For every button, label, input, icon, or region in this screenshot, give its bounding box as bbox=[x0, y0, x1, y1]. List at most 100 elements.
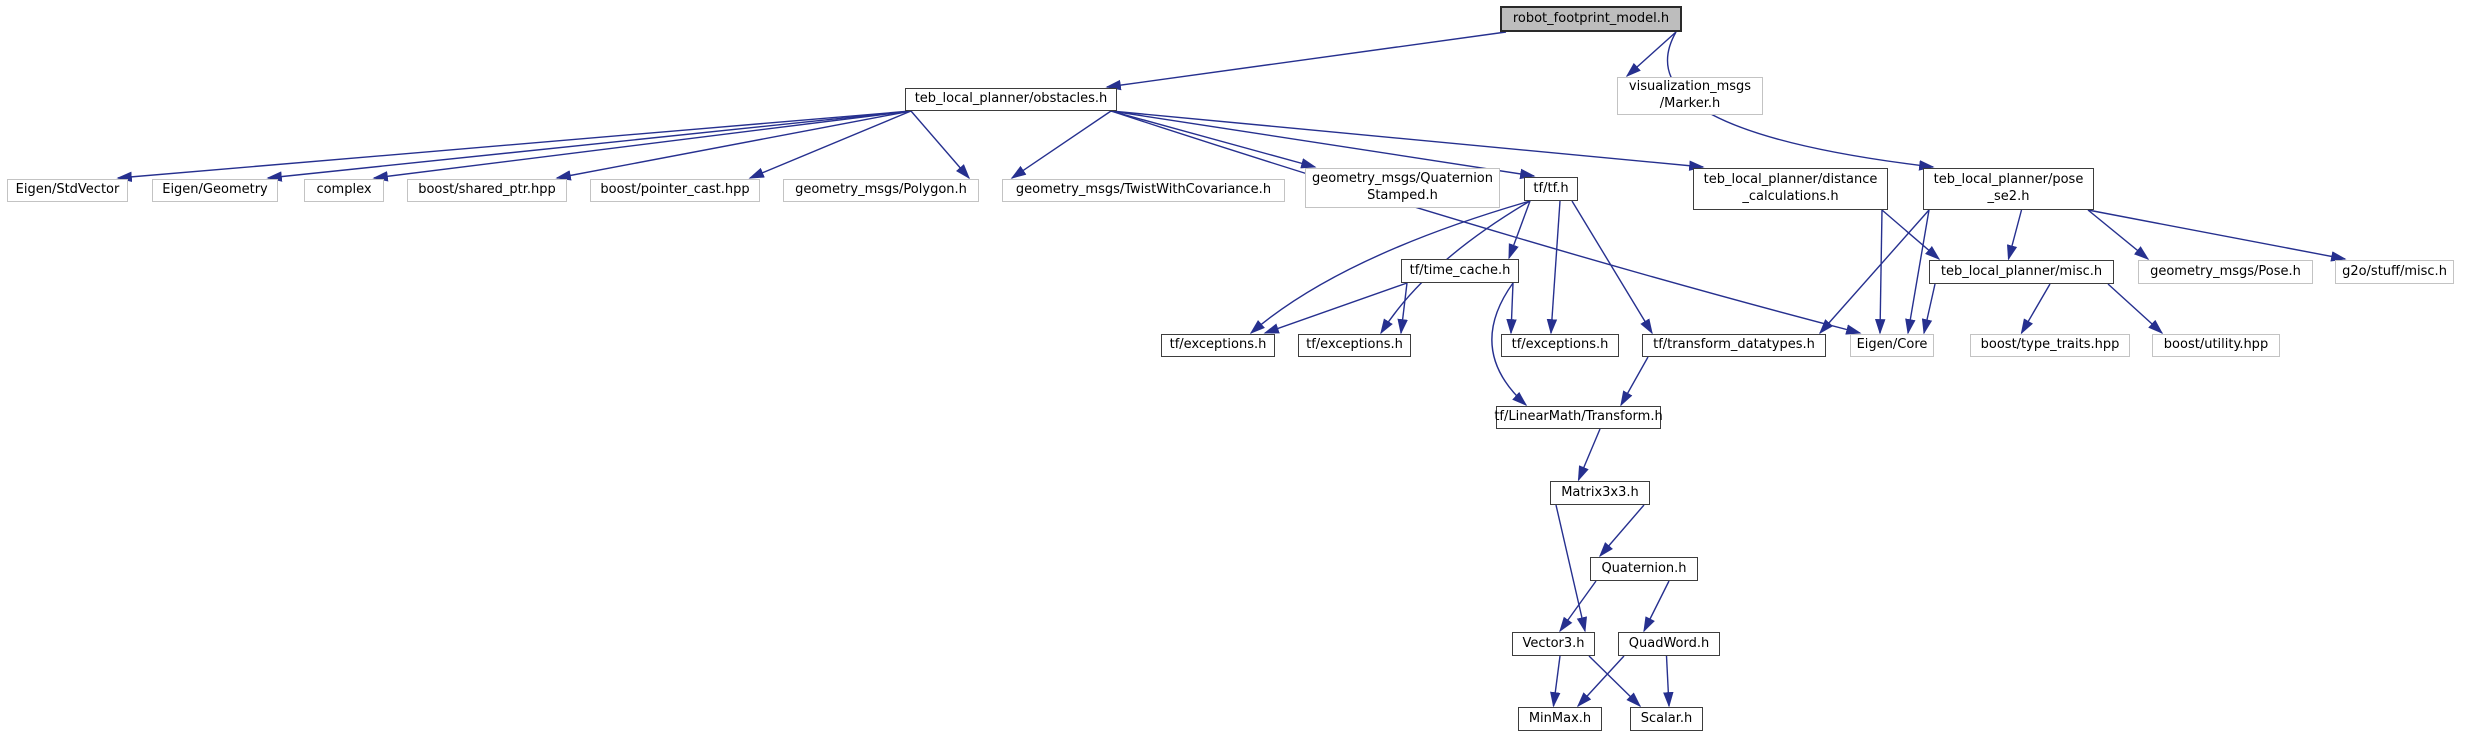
graph-node-label: tf/transform_datatypes.h bbox=[1653, 337, 1815, 353]
edge-obstacles-to-pointercast bbox=[748, 110, 912, 179]
graph-node-utility[interactable]: boost/utility.hpp bbox=[2152, 334, 2280, 357]
edge-obstacles-to-tftf bbox=[1110, 110, 1536, 180]
graph-node-label: tf/time_cache.h bbox=[1409, 262, 1511, 278]
graph-node-tfdatatypes[interactable]: tf/transform_datatypes.h bbox=[1642, 334, 1826, 357]
graph-node-label: boost/utility.hpp bbox=[2163, 337, 2269, 353]
graph-node-label: boost/type_traits.hpp bbox=[1980, 337, 2120, 353]
graph-node-obstacles[interactable]: teb_local_planner/obstacles.h bbox=[905, 88, 1117, 111]
edge-posese2-to-tfdatatypes bbox=[1818, 209, 1930, 335]
graph-node-scalar[interactable]: Scalar.h bbox=[1630, 707, 1703, 731]
graph-node-label: Eigen/Geometry bbox=[162, 182, 268, 198]
edge-quadword-to-minmax bbox=[1576, 655, 1625, 708]
graph-node-label: _se2.h bbox=[1987, 189, 2030, 204]
edge-posese2-to-pose bbox=[2087, 209, 2150, 260]
graph-node-timecache[interactable]: tf/time_cache.h bbox=[1401, 259, 1519, 283]
edge-posese2-to-miscteb bbox=[2006, 209, 2023, 261]
graph-node-label: Stamped.h bbox=[1367, 188, 1438, 203]
edge-obstacles-to-eigencore bbox=[1110, 110, 1862, 335]
edge-obstacles-to-eigengeom bbox=[266, 110, 912, 182]
edge-obstacles-to-stdvector bbox=[116, 110, 912, 183]
edge-tfdatatypes-to-transform bbox=[1620, 356, 1649, 407]
graph-node-tftf[interactable]: tf/tf.h bbox=[1524, 177, 1578, 201]
edge-posese2-to-g2omisc bbox=[2087, 209, 2347, 262]
graph-node-exc2[interactable]: tf/exceptions.h bbox=[1298, 334, 1411, 357]
edge-tftf-to-tfdatatypes bbox=[1571, 200, 1653, 335]
graph-node-stdvector[interactable]: Eigen/StdVector bbox=[7, 179, 128, 202]
graph-node-label: tf/tf.h bbox=[1533, 180, 1569, 196]
graph-node-complex[interactable]: complex bbox=[304, 179, 384, 202]
graph-node-label: Scalar.h bbox=[1640, 710, 1693, 726]
graph-node-sharedptr[interactable]: boost/shared_ptr.hpp bbox=[407, 179, 567, 202]
edge-obstacles-to-sharedptr bbox=[555, 110, 912, 181]
edge-quadword-to-scalar bbox=[1663, 655, 1674, 708]
edge-vector3-to-scalar bbox=[1588, 655, 1642, 708]
edge-distcalc-to-miscteb bbox=[1881, 209, 1941, 261]
graph-node-label: Eigen/StdVector bbox=[15, 182, 120, 198]
graph-node-label: geometry_msgs/Pose.h bbox=[2150, 263, 2301, 279]
graph-node-label: tf/exceptions.h bbox=[1511, 337, 1609, 353]
graph-node-label: tf/exceptions.h bbox=[1169, 337, 1267, 353]
graph-node-label: teb_local_planner/obstacles.h bbox=[914, 91, 1108, 107]
graph-node-label: geometry_msgs/Polygon.h bbox=[795, 182, 967, 198]
graph-node-label: Matrix3x3.h bbox=[1561, 484, 1639, 500]
edge-timecache-to-exc3 bbox=[1506, 282, 1517, 335]
graph-node-label: geometry_msgs/TwistWithCovariance.h bbox=[1015, 182, 1272, 198]
graph-node-label: visualization_msgs bbox=[1628, 79, 1752, 95]
graph-node-twist[interactable]: geometry_msgs/TwistWithCovariance.h bbox=[1002, 179, 1285, 202]
graph-node-label: QuadWord.h bbox=[1628, 635, 1710, 651]
graph-node-label: teb_local_planner/pose bbox=[1933, 172, 2084, 188]
graph-node-minmax[interactable]: MinMax.h bbox=[1518, 707, 1602, 731]
graph-node-label: g2o/stuff/misc.h bbox=[2342, 263, 2447, 279]
graph-node-pointercast[interactable]: boost/pointer_cast.hpp bbox=[590, 179, 760, 202]
edge-obstacles-to-complex bbox=[372, 110, 912, 182]
edge-miscteb-to-eigencore bbox=[1921, 283, 1936, 335]
edge-timecache-to-exc2 bbox=[1397, 282, 1408, 335]
edge-root-to-obstacles bbox=[1105, 31, 1507, 91]
graph-node-label: _calculations.h bbox=[1742, 189, 1839, 204]
edge-quaternion-to-vector3 bbox=[1559, 580, 1597, 633]
graph-node-polygon[interactable]: geometry_msgs/Polygon.h bbox=[783, 179, 979, 202]
edge-obstacles-to-quatstamped bbox=[1110, 110, 1317, 169]
graph-node-typetraits[interactable]: boost/type_traits.hpp bbox=[1970, 334, 2130, 357]
graph-node-label: Vector3.h bbox=[1522, 635, 1585, 651]
edge-tftf-to-timecache bbox=[1508, 200, 1531, 260]
graph-node-vector3[interactable]: Vector3.h bbox=[1512, 632, 1595, 656]
edge-root-to-marker bbox=[1625, 31, 1677, 78]
graph-node-transform[interactable]: tf/LinearMath/Transform.h bbox=[1494, 406, 1663, 429]
graph-node-eigencore[interactable]: Eigen/Core bbox=[1850, 334, 1934, 357]
graph-node-posese2[interactable]: teb_local_planner/pose_se2.h bbox=[1923, 168, 2094, 210]
graph-node-g2omisc[interactable]: g2o/stuff/misc.h bbox=[2335, 260, 2454, 284]
graph-node-quadword[interactable]: QuadWord.h bbox=[1618, 632, 1720, 656]
graph-node-label: teb_local_planner/misc.h bbox=[1940, 263, 2103, 279]
graph-node-eigengeom[interactable]: Eigen/Geometry bbox=[152, 179, 278, 202]
edge-quaternion-to-quadword bbox=[1643, 580, 1670, 633]
graph-node-label: Eigen/Core bbox=[1856, 337, 1928, 353]
edge-matrix3x3-to-vector3 bbox=[1555, 504, 1587, 633]
graph-node-root[interactable]: robot_footprint_model.h bbox=[1500, 6, 1682, 32]
graph-node-label: teb_local_planner/distance bbox=[1703, 172, 1878, 188]
graph-node-label: tf/exceptions.h bbox=[1306, 337, 1403, 353]
edge-vector3-to-minmax bbox=[1550, 655, 1561, 708]
graph-node-miscteb[interactable]: teb_local_planner/misc.h bbox=[1929, 260, 2114, 284]
edge-tftf-to-exc3 bbox=[1546, 200, 1561, 335]
edge-posese2-to-eigencore bbox=[1905, 209, 1930, 335]
edge-miscteb-to-typetraits bbox=[2020, 283, 2051, 335]
graph-node-matrix3x3[interactable]: Matrix3x3.h bbox=[1550, 481, 1650, 505]
graph-node-label: /Marker.h bbox=[1659, 96, 1721, 111]
graph-node-quaternion[interactable]: Quaternion.h bbox=[1590, 557, 1698, 581]
graph-node-exc3[interactable]: tf/exceptions.h bbox=[1501, 334, 1619, 357]
graph-node-label: tf/LinearMath/Transform.h bbox=[1494, 409, 1663, 425]
edge-obstacles-to-polygon bbox=[910, 110, 971, 180]
graph-node-label: MinMax.h bbox=[1528, 710, 1592, 726]
graph-node-exc1[interactable]: tf/exceptions.h bbox=[1161, 334, 1275, 357]
edge-obstacles-to-distcalc bbox=[1110, 110, 1705, 171]
edge-timecache-to-exc1 bbox=[1263, 282, 1408, 334]
edge-matrix3x3-to-quaternion bbox=[1598, 504, 1645, 558]
graph-node-marker[interactable]: visualization_msgs/Marker.h bbox=[1617, 77, 1763, 115]
graph-node-label: robot_footprint_model.h bbox=[1512, 10, 1670, 26]
graph-node-pose[interactable]: geometry_msgs/Pose.h bbox=[2138, 260, 2313, 284]
graph-node-distcalc[interactable]: teb_local_planner/distance_calculations.… bbox=[1693, 168, 1888, 210]
